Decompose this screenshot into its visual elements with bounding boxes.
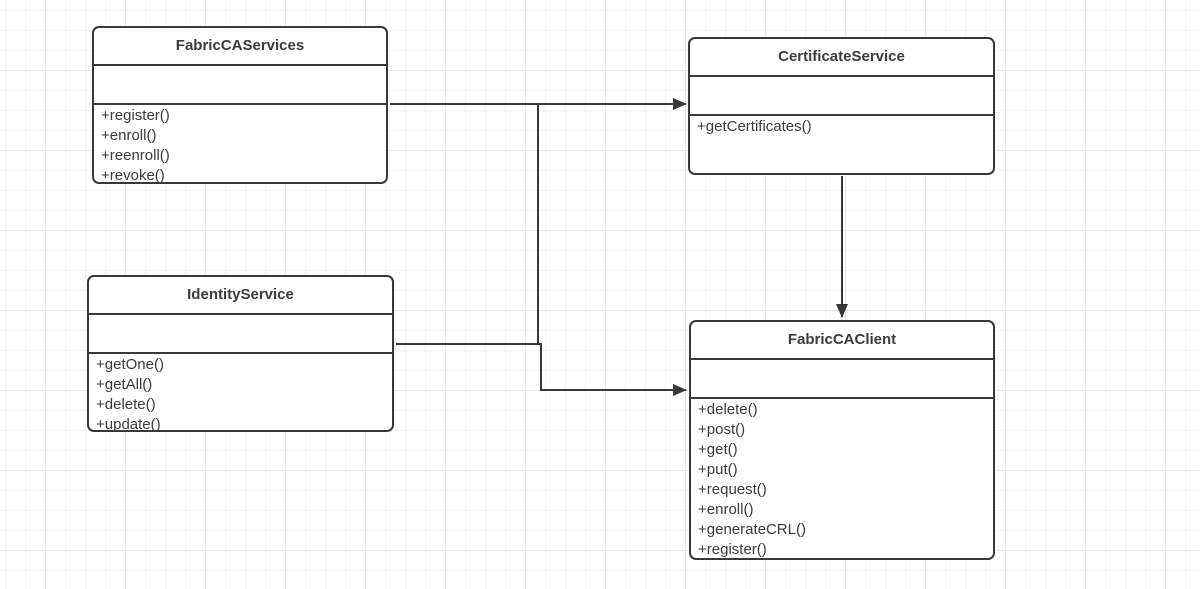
method-item: +register() [101,107,170,124]
method-item: +getOne() [96,356,164,373]
method-item: +put() [698,461,738,478]
class-attributes-section [690,77,993,116]
method-item: +delete() [698,401,758,418]
method-item: +getCertificates() [697,118,812,135]
class-attributes-section [691,360,993,399]
class-box-identityservice[interactable]: IdentityService +getOne() +getAll() +delet… [87,275,394,432]
class-box-certificateservice[interactable]: CertificateService +getCertificates() [688,37,995,175]
class-attributes-section [89,315,392,354]
class-methods-section: +delete() +post() +get() +put() +request() +e… [691,399,993,558]
method-item: +post() [698,421,746,438]
class-methods-section: +getOne() +getAll() +delete() +update() [89,354,392,430]
class-title: FabricCAClient [691,322,993,360]
class-methods-section: +getCertificates() [690,116,993,173]
method-item: +request() [698,481,767,498]
class-methods-section: +register() +enroll() +reenroll() +revoke() [94,105,386,182]
method-item: +get() [698,441,738,458]
class-attributes-section [94,66,386,105]
method-item: +revoke() [101,167,165,182]
method-item: +enroll() [101,127,157,144]
class-box-fabriccaservices[interactable]: FabricCAServices +register()+enroll()+re… [92,26,388,184]
method-item: +register() [698,541,767,558]
class-title: FabricCAServices [94,28,386,66]
method-item: +update() [96,416,161,430]
method-item: +enroll() [698,501,754,518]
method-item: +getAll() [96,376,153,393]
class-box-fabriccaclient[interactable]: FabricCAClient +delete() +post() +get() +pu… [689,320,995,560]
method-item: +delete() [96,396,156,413]
method-item: +reenroll() [101,147,170,164]
method-item: +generateCRL() [698,521,806,538]
class-title: IdentityService [89,277,392,315]
connector-identityservice-to-fabriccaclient[interactable] [396,343,687,396]
class-title: CertificateService [690,39,993,77]
